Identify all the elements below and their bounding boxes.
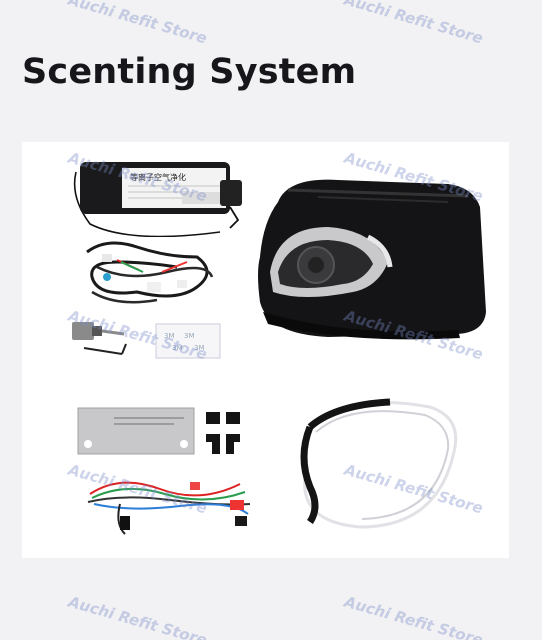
wiring-loom-image [87,481,251,535]
mounting-bracket-image [77,407,195,455]
watermark-bottom-right: Auchi Refit Store [342,592,485,640]
svg-text:3M: 3M [164,332,175,340]
wire-harness-image [86,241,214,304]
svg-text:3M: 3M [194,344,205,352]
hole-saw-image [72,322,127,355]
page-title: Scenting System [22,52,357,92]
adhesive-tape-image: 3M 3M 3M 3M [155,323,221,359]
watermark-bottom-left: Auchi Refit Store [66,592,209,640]
scent-dispenser-image [258,179,486,340]
controller-label: 等离子空气净化 [130,172,186,182]
svg-text:3M: 3M [172,344,183,352]
product-image-panel: 等离子空气净化 3M 3M 3M 3M [22,142,509,558]
clips-image [206,412,240,454]
controller-module-image: 等离子空气净化 [73,162,242,237]
watermark-top-left: Auchi Refit Store [66,0,209,48]
watermark-top-right: Auchi Refit Store [342,0,485,48]
svg-text:3M: 3M [184,332,195,340]
tubing-image [300,398,458,529]
